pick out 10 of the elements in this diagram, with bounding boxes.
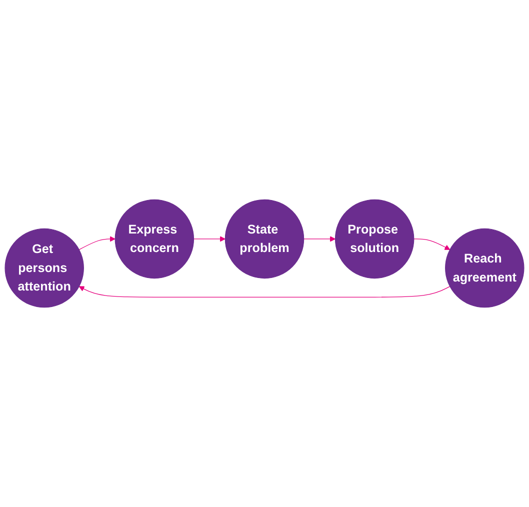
arrow (304, 236, 336, 242)
node-circle: Reach agreement (445, 228, 524, 308)
node-circle: Get persons attention (4, 228, 84, 308)
node-circle: Express concern (114, 199, 194, 279)
node-circle: Propose solution (334, 199, 414, 279)
arrow (78, 286, 450, 298)
arrow (78, 236, 116, 250)
arrow (414, 238, 450, 250)
arrow (193, 236, 226, 242)
node-circle: State problem (224, 199, 304, 279)
